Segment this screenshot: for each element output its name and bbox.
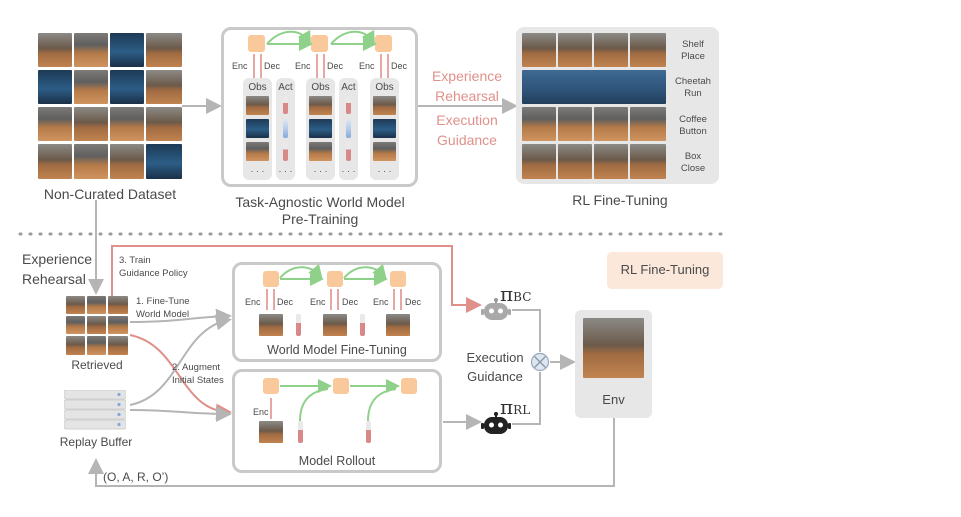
retrieved-grid <box>66 296 128 355</box>
dec-label: Dec <box>391 61 408 71</box>
obs-label: Obs <box>375 82 394 93</box>
arrow-env-to-replay <box>88 418 615 487</box>
wm-finetuning-label: World Model Fine-Tuning <box>267 343 407 357</box>
wm-arrows <box>266 263 402 310</box>
obs-label: Obs <box>311 82 330 93</box>
enc-label: Enc <box>373 297 389 307</box>
robot-icon <box>481 412 511 434</box>
execution-guidance-label: Execution Guidance <box>436 112 498 148</box>
env-label: Env <box>602 392 625 407</box>
experience-rehearsal-bottom-label: Experience Rehearsal <box>22 251 93 287</box>
dec-label: Dec <box>342 297 359 307</box>
pretrain-arrows <box>253 29 389 78</box>
enc-label: Enc <box>253 407 269 417</box>
latent-token <box>375 35 392 52</box>
ellipsis: · · · <box>250 166 265 176</box>
env-image <box>583 318 644 378</box>
pi-bc-label: πBC <box>500 282 532 306</box>
dataset-label: Non-Curated Dataset <box>43 186 177 202</box>
enc-label: Enc <box>245 297 261 307</box>
task-grid <box>522 33 666 179</box>
latent-token <box>248 35 265 52</box>
combine-icon <box>530 352 550 372</box>
arrow-replay-to-rollout <box>129 405 232 422</box>
ellipsis: · · · <box>313 166 328 176</box>
dataset-grid <box>38 33 182 179</box>
ellipsis: · · · <box>278 166 293 176</box>
ellipsis: · · · <box>341 166 356 176</box>
dec-label: Dec <box>277 297 294 307</box>
fine-tune-wm-label: 1. Fine-Tune World Model <box>136 296 190 320</box>
replay-buffer-label: Replay Buffer <box>59 435 133 449</box>
retrieved-label: Retrieved <box>71 358 123 372</box>
execution-guidance-bottom-label: Execution Guidance <box>466 350 524 384</box>
enc-label: Enc <box>232 61 248 71</box>
experience-rehearsal-label: Experience Rehearsal <box>431 68 503 104</box>
transition-label: (O, A, R, O’) <box>103 470 169 484</box>
line-pirl-to-combine <box>512 372 541 425</box>
enc-label: Enc <box>310 297 326 307</box>
model-rollout-label: Model Rollout <box>298 454 376 468</box>
obs-label: Obs <box>248 82 267 93</box>
pi-rl-label: πRL <box>500 395 531 419</box>
arrow-replay-to-wm <box>129 314 232 406</box>
latent-token <box>311 35 328 52</box>
rl-finetuning-badge-label: RL Fine-Tuning <box>620 262 710 277</box>
rollout-arrows <box>270 379 400 422</box>
augment-label: 2. Augment Initial States <box>172 362 224 386</box>
act-label: Act <box>278 82 293 93</box>
act-label: Act <box>341 82 356 93</box>
rl-finetuning-badge <box>607 252 723 289</box>
arrow-train-guidance <box>111 245 482 313</box>
enc-label: Enc <box>359 61 375 71</box>
robot-icon <box>481 298 511 320</box>
finetune-label: RL Fine-Tuning <box>572 192 668 208</box>
dec-label: Dec <box>405 297 422 307</box>
line-pibc-to-combine <box>512 309 541 352</box>
ellipsis: · · · <box>377 166 392 176</box>
dec-label: Dec <box>264 61 281 71</box>
enc-label: Enc <box>295 61 311 71</box>
pretrain-label: Task-Agnostic World Model Pre-Training <box>215 194 425 228</box>
dec-label: Dec <box>327 61 344 71</box>
pretrain-label-line2: Pre-Training <box>281 211 359 227</box>
train-guidance-label: 3. Train Guidance Policy <box>119 255 188 279</box>
pretrain-label-line1: Task-Agnostic World Model <box>235 194 405 210</box>
database-icon <box>64 390 126 430</box>
arrow-retrieved-to-rollout <box>129 334 232 420</box>
